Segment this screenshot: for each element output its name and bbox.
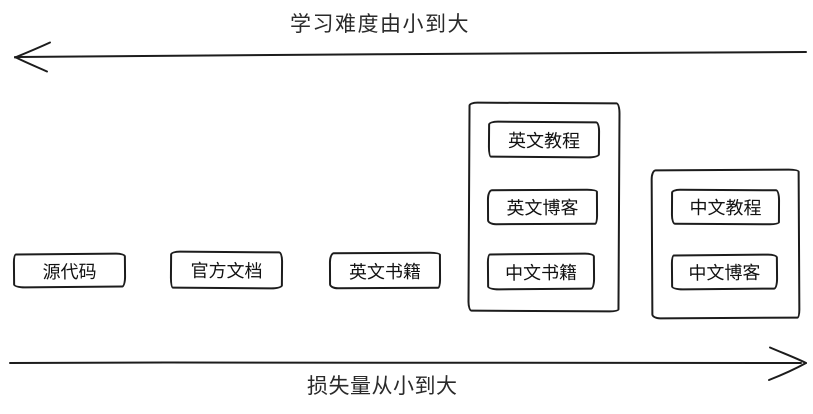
node-chinese-blogs: 中文博客 [670, 253, 779, 291]
node-label: 中文博客 [688, 262, 761, 284]
node-label: 中文教程 [689, 197, 762, 219]
bottom-axis-label: 损失量从小到大 [307, 375, 458, 398]
node-source-code: 源代码 [12, 252, 127, 289]
right-arrow-icon [9, 346, 807, 381]
node-chinese-tutorials: 中文教程 [670, 188, 781, 226]
node-english-tutorials: 英文教程 [487, 120, 601, 159]
node-chinese-books: 中文书籍 [486, 252, 596, 291]
node-label: 英文教程 [507, 130, 581, 151]
node-english-books: 英文书籍 [328, 251, 442, 290]
top-axis-label: 学习难度由小到大 [290, 13, 470, 36]
node-label: 中文书籍 [504, 262, 578, 283]
node-english-blogs: 英文博客 [486, 188, 599, 226]
node-official-docs: 官方文档 [169, 250, 284, 290]
node-label: 官方文档 [190, 260, 263, 282]
node-label: 英文博客 [506, 197, 579, 219]
node-label: 英文书籍 [348, 261, 422, 282]
node-label: 源代码 [42, 261, 97, 282]
left-arrow-icon [14, 41, 807, 73]
